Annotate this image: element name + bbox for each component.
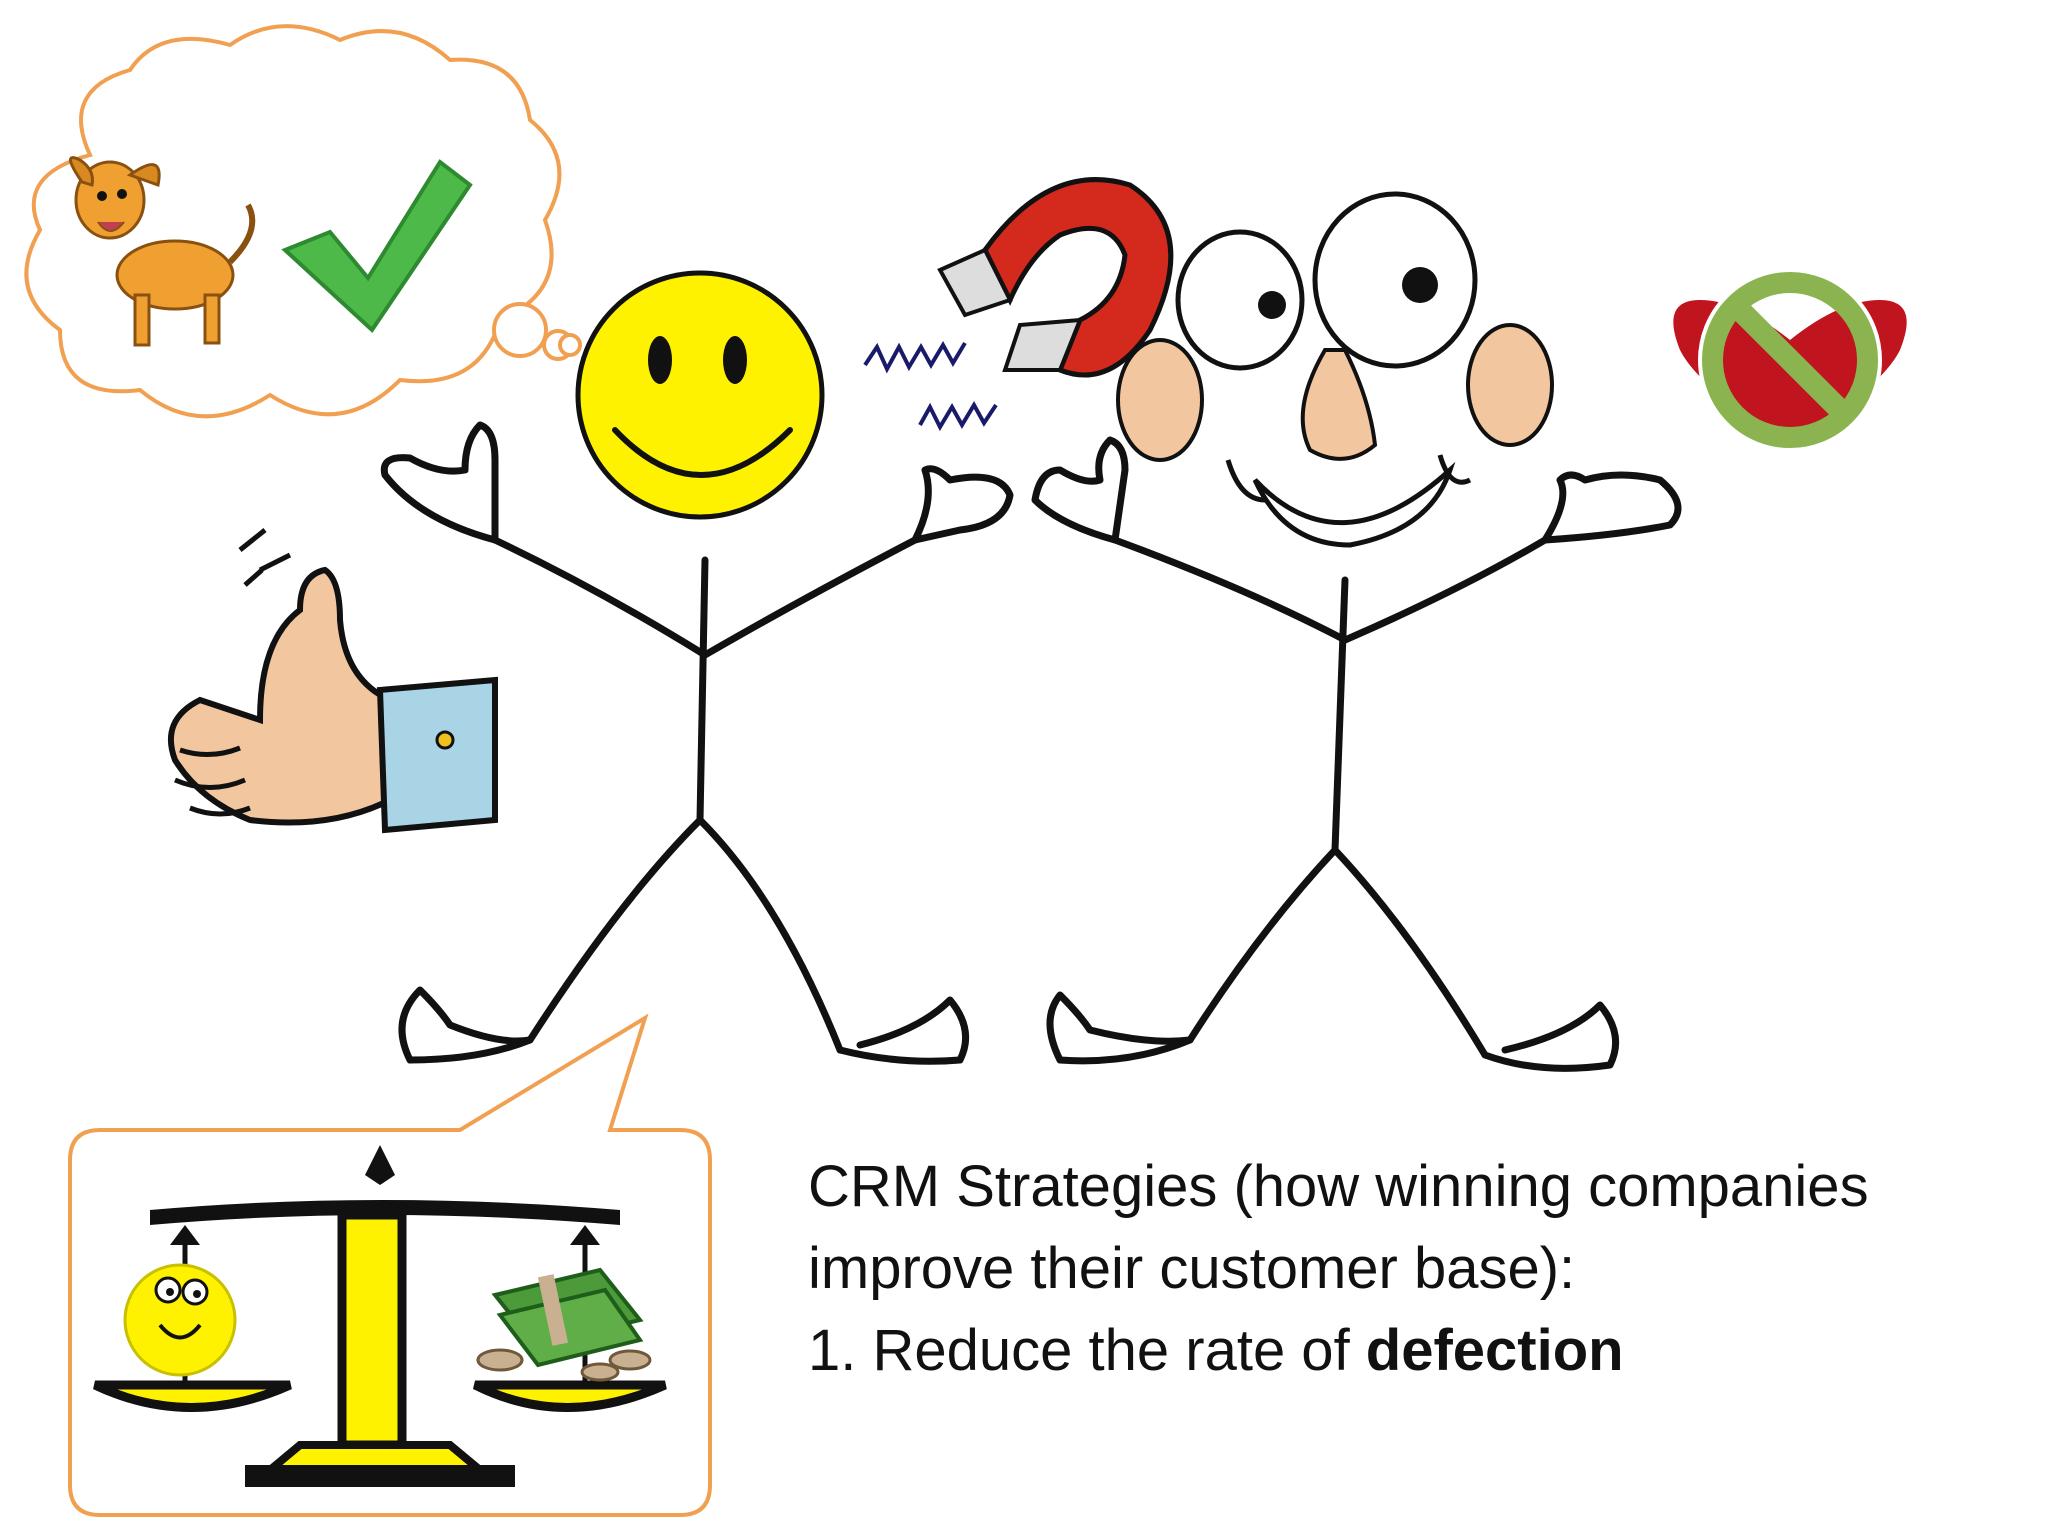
magnet-icon bbox=[863, 177, 1174, 432]
slide-caption: CRM Strategies (how winning companies im… bbox=[808, 1146, 2028, 1392]
stick-figure-happy bbox=[380, 421, 1014, 1065]
money-stack-icon bbox=[476, 1267, 652, 1382]
prohibited-heart-icon bbox=[1673, 268, 1907, 452]
dog-icon bbox=[69, 156, 256, 347]
balance-scale-icon bbox=[93, 1145, 667, 1487]
caption-line-3-prefix: 1. Reduce the rate of bbox=[808, 1318, 1366, 1383]
cartoon-face-icon bbox=[1116, 191, 1554, 548]
smiley-face-icon bbox=[575, 270, 825, 520]
thumbs-up-icon bbox=[168, 528, 498, 834]
caption-line-2: improve their customer base): bbox=[808, 1236, 1576, 1301]
thought-bubble bbox=[24, 24, 582, 419]
checkmark-icon bbox=[281, 159, 473, 334]
caption-line-3: 1. Reduce the rate of defection bbox=[808, 1310, 2028, 1392]
stick-figure-defector bbox=[1031, 436, 1682, 1072]
caption-bold-keyword: defection bbox=[1365, 1318, 1624, 1383]
caption-line-1: CRM Strategies (how winning companies bbox=[808, 1154, 1869, 1219]
